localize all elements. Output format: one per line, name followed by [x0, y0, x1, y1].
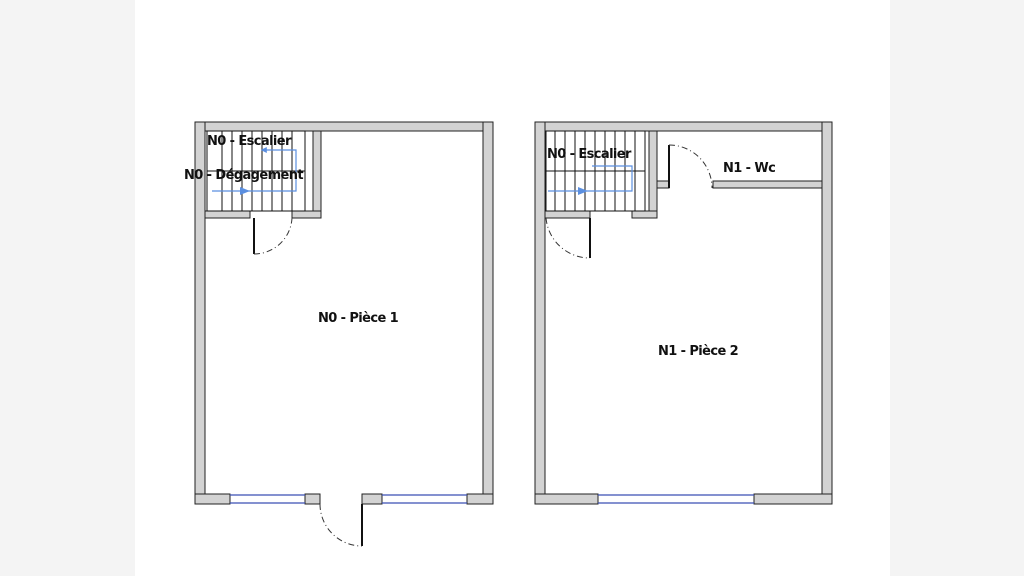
stair-walls-left: [204, 130, 322, 219]
wc-door: [668, 144, 713, 189]
outer-walls-right: [534, 121, 833, 505]
outer-walls-left: [194, 121, 494, 505]
windows-left: [230, 494, 467, 504]
stair-treads-right: [545, 130, 646, 212]
stair-arrow-right: [548, 165, 633, 195]
floor-plan-left: [194, 121, 494, 547]
stair-treads-left: [206, 130, 306, 212]
room-labels: N0 - Escalier N0 - Dégagement N0 - Pièce…: [184, 134, 776, 359]
interior-walls-right: [544, 130, 823, 219]
room-label-n0-escalier: N0 - Escalier: [207, 134, 292, 149]
room-label-n1-escalier: N0 - Escalier: [547, 147, 632, 162]
room-label-n0-degagement: N0 - Dégagement: [184, 168, 303, 183]
plan-sheet: [135, 0, 890, 576]
room-label-n1-piece-2: N1 - Pièce 2: [658, 344, 738, 359]
stair-door-right: [545, 217, 591, 259]
entry-door-left: [319, 503, 363, 547]
stair-door-left: [253, 217, 293, 255]
room-label-n0-piece-1: N0 - Pièce 1: [318, 311, 399, 326]
floor-plan-right: [534, 121, 833, 505]
window-right: [598, 494, 754, 504]
stair-arrow-left: [212, 147, 297, 195]
room-label-n1-wc: N1 - Wc: [723, 161, 775, 176]
